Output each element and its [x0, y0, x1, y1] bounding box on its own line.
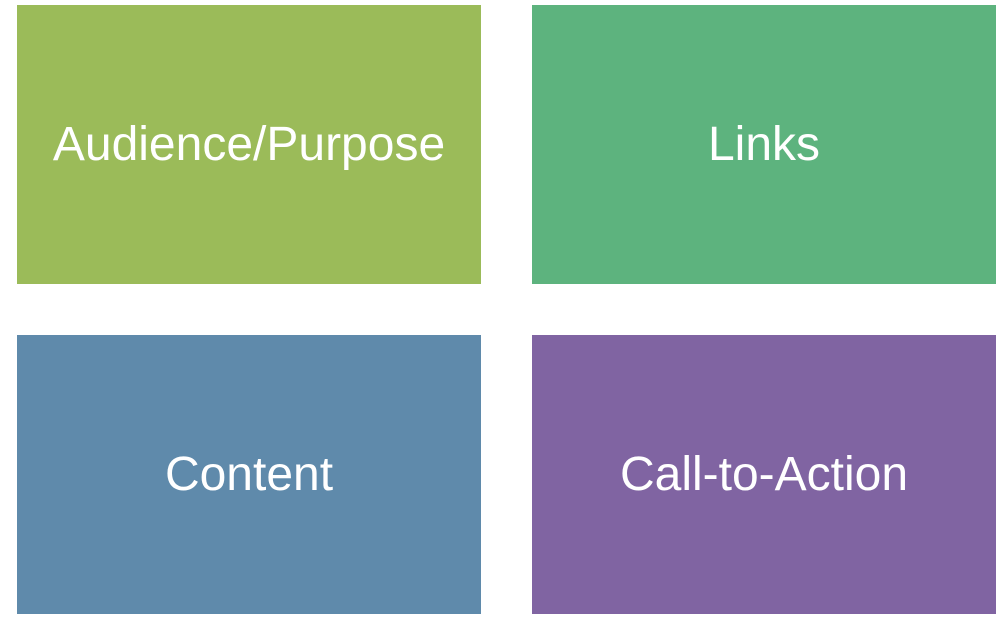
audience-purpose-box: Audience/Purpose	[17, 5, 481, 284]
call-to-action-box: Call-to-Action	[532, 335, 996, 614]
links-box: Links	[532, 5, 996, 284]
links-label: Links	[707, 117, 821, 171]
audience-purpose-label: Audience/Purpose	[52, 117, 446, 171]
call-to-action-label: Call-to-Action	[619, 447, 909, 501]
content-label: Content	[164, 447, 334, 501]
content-box: Content	[17, 335, 481, 614]
